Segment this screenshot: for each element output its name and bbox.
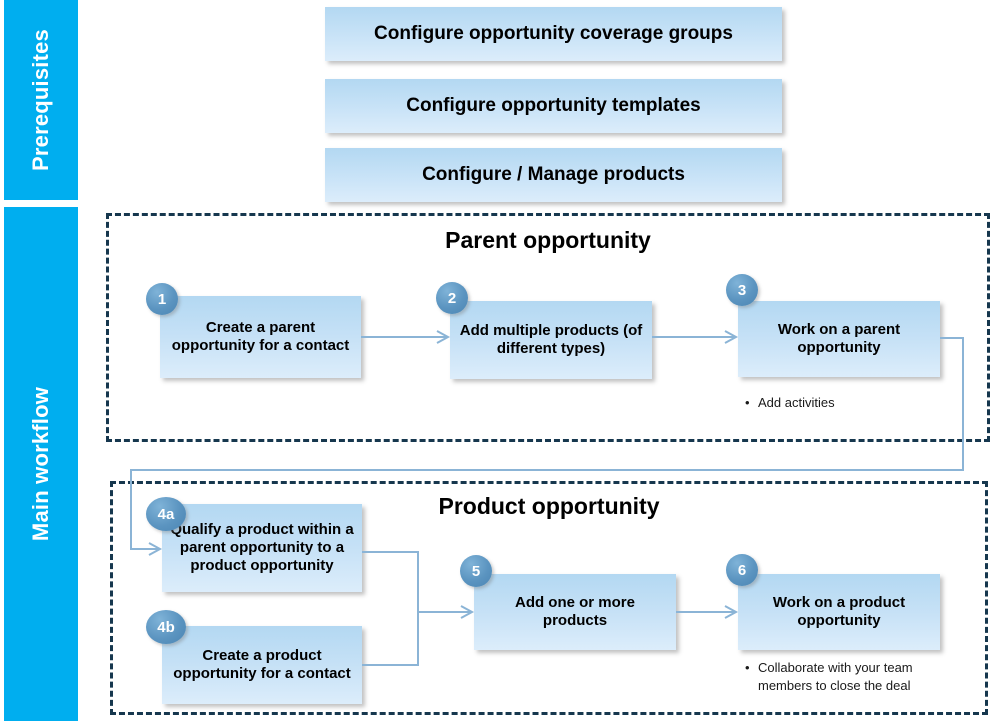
step-box-work-on-parent-opportunity[interactable]: Work on a parent opportunity xyxy=(738,301,940,377)
lane-bar-main-workflow: Main workflow xyxy=(4,207,78,721)
note-add-activities: • Add activities xyxy=(745,394,945,412)
step-box-work-on-product-opportunity[interactable]: Work on a product opportunity xyxy=(738,574,940,650)
note-collaborate-with-team: • Collaborate with your team members to … xyxy=(745,659,930,696)
step-badge-4a: 4a xyxy=(146,497,186,531)
note-text-collaborate: Collaborate with your team members to cl… xyxy=(758,660,913,694)
step-box-qualify-product[interactable]: Qualify a product within a parent opport… xyxy=(162,504,362,592)
step-badge-6: 6 xyxy=(726,554,758,586)
bullet-icon: • xyxy=(745,660,750,675)
step-badge-2: 2 xyxy=(436,282,468,314)
step-badge-3: 3 xyxy=(726,274,758,306)
step-badge-1: 1 xyxy=(146,283,178,315)
note-text-add-activities: Add activities xyxy=(758,395,835,410)
lane-bar-prerequisites: Prerequisites xyxy=(4,0,78,200)
step-badge-4b: 4b xyxy=(146,610,186,644)
step-box-add-one-or-more-products[interactable]: Add one or more products xyxy=(474,574,676,650)
step-badge-5: 5 xyxy=(460,555,492,587)
section-title-parent-opportunity: Parent opportunity xyxy=(445,227,651,253)
lane-label-main-workflow: Main workflow xyxy=(28,386,53,542)
prerequisite-box-coverage-groups[interactable]: Configure opportunity coverage groups xyxy=(325,7,782,61)
lane-label-prerequisites: Prerequisites xyxy=(28,28,53,172)
step-box-add-multiple-products[interactable]: Add multiple products (of different type… xyxy=(450,301,652,379)
step-box-create-product-opportunity[interactable]: Create a product opportunity for a conta… xyxy=(162,626,362,704)
prerequisite-box-templates[interactable]: Configure opportunity templates xyxy=(325,79,782,133)
step-box-create-parent-opportunity[interactable]: Create a parent opportunity for a contac… xyxy=(160,296,361,378)
bullet-icon: • xyxy=(745,395,750,410)
prerequisite-box-products[interactable]: Configure / Manage products xyxy=(325,148,782,202)
